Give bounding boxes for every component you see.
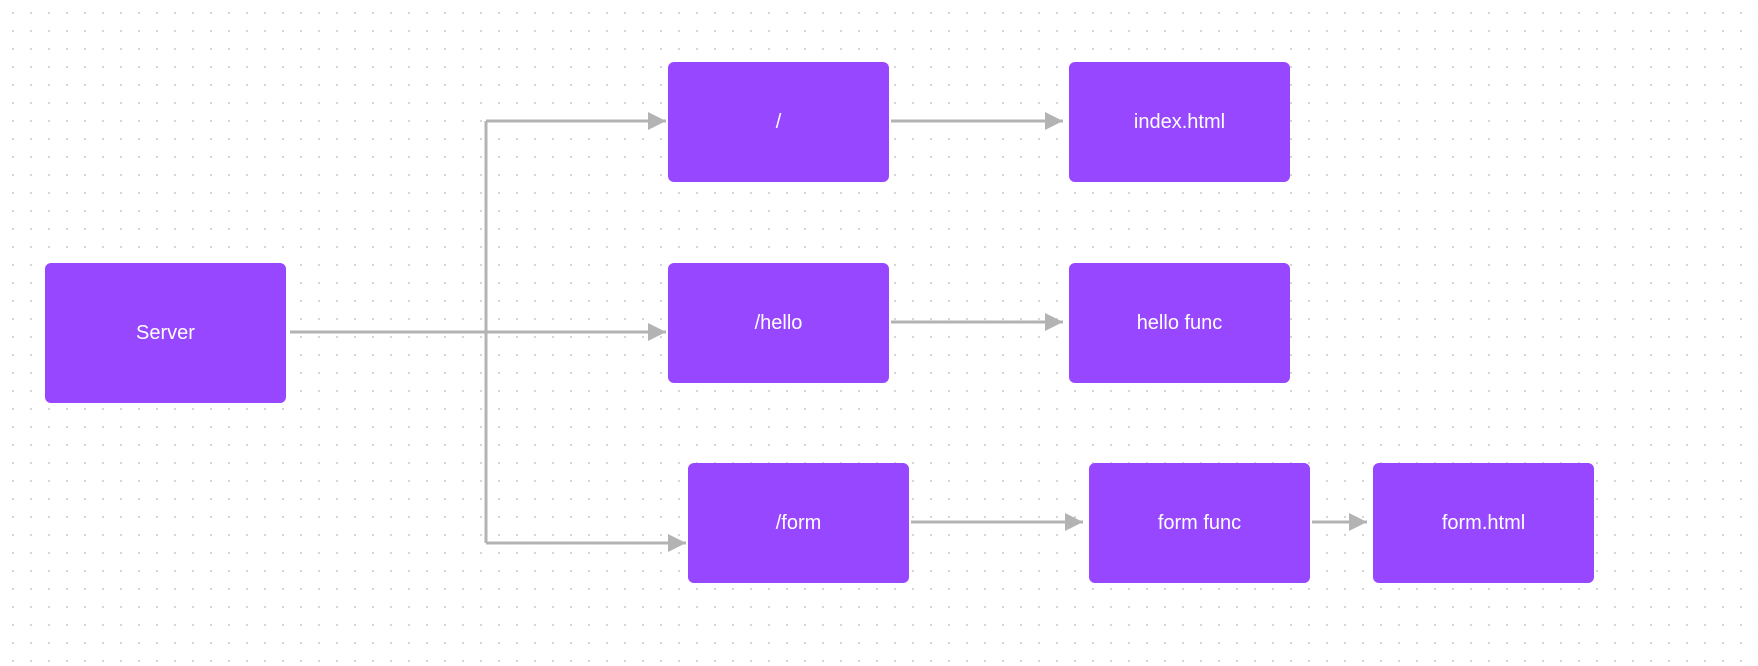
server-node-label: Server [136,321,195,344]
hello-func-node[interactable]: hello func [1069,263,1290,383]
form-html-node-label: form.html [1441,511,1526,534]
route-hello-node-label: /hello [754,311,803,334]
form-func-node[interactable]: form func [1089,463,1310,583]
route-form-node-label: /form [775,511,822,534]
route-root-node[interactable]: / [668,62,889,182]
index-html-node[interactable]: index.html [1069,62,1290,182]
server-node[interactable]: Server [45,263,286,403]
index-html-node-label: index.html [1133,110,1226,133]
route-hello-node[interactable]: /hello [668,263,889,383]
hello-func-node-label: hello func [1136,311,1223,334]
form-html-node[interactable]: form.html [1373,463,1594,583]
route-form-node[interactable]: /form [688,463,909,583]
form-func-node-label: form func [1157,511,1242,534]
route-root-node-label: / [775,110,782,133]
